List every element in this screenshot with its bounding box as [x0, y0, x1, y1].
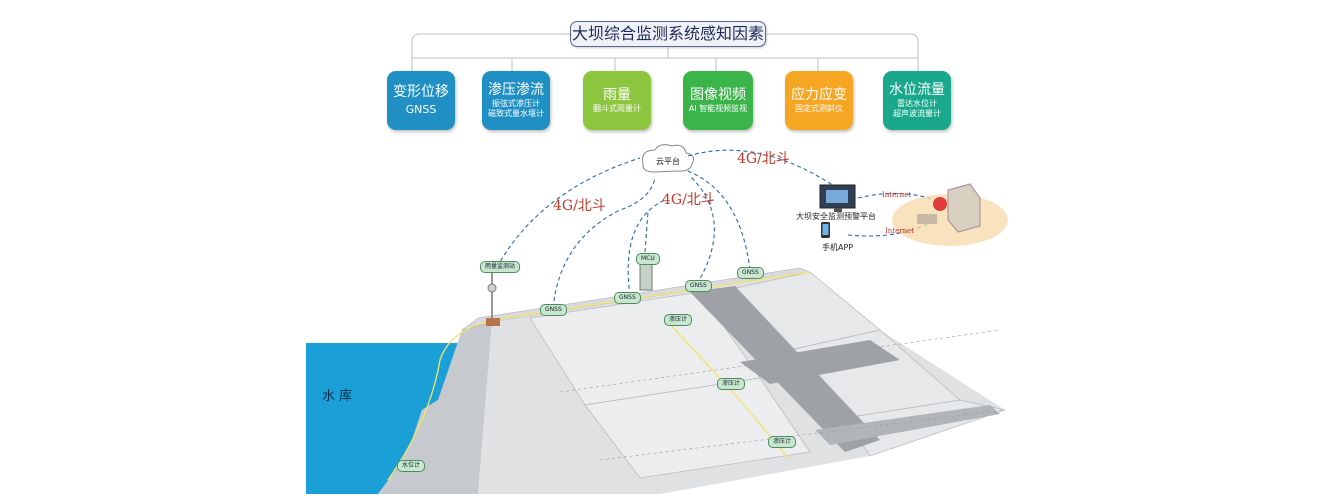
reservoir-water	[306, 343, 462, 494]
category-sub: GNSS	[405, 102, 437, 116]
gnss-tag: GNSS	[540, 304, 567, 316]
category-deformation: 变形位移 GNSS	[387, 71, 455, 130]
cloud-label: 云平台	[656, 157, 680, 166]
internet-label: Internet	[885, 227, 915, 235]
category-sub: 超声波流量计	[893, 109, 941, 118]
alert-icon	[933, 197, 947, 211]
gnss-tag: GNSS	[614, 292, 641, 304]
piezometer-tag: 渗压计	[717, 378, 746, 390]
reservoir-label: 水 库	[322, 389, 353, 404]
category-title: 水位流量	[889, 82, 945, 98]
rain-station-base	[486, 318, 500, 326]
piezometer-tag: 渗压计	[768, 436, 797, 448]
category-stress: 应力应变 固定式测斜仪	[785, 71, 853, 130]
rain-station-tag: 雨量监测站	[480, 261, 521, 273]
gnss-tag: GNSS	[737, 267, 764, 279]
water-level-tag: 水位计	[397, 460, 426, 472]
panel	[584, 377, 811, 479]
cloud-icon	[642, 144, 694, 173]
link-label: 4G/北斗	[662, 192, 715, 208]
category-sub: 振弦式渗压计	[492, 99, 540, 108]
piezometer-tag: 渗压计	[664, 314, 693, 326]
category-title: 图像视频	[690, 87, 746, 103]
gnss-tag: GNSS	[685, 280, 712, 292]
category-sub: 雷达水位计	[897, 99, 937, 108]
category-title: 变形位移	[393, 83, 449, 100]
internet-label: Internet	[882, 191, 912, 199]
category-title: 应力应变	[791, 87, 847, 103]
spillway-cross	[815, 405, 1000, 445]
link-label: 4G/北斗	[737, 151, 790, 167]
category-title: 渗压渗流	[488, 82, 544, 98]
spillway-cross	[740, 340, 900, 384]
app-label: 手机APP	[822, 243, 854, 252]
category-seepage: 渗压渗流 振弦式渗压计 磁致式量水堰计	[482, 71, 550, 130]
mcu-tag: MCU	[636, 253, 660, 265]
link-label: 4G/北斗	[553, 198, 606, 214]
category-sub: 固定式测斜仪	[795, 104, 843, 113]
category-video: 图像视频 AI 智能视频监视	[683, 71, 753, 130]
diagram-title: 大坝综合监测系统感知因素	[570, 21, 766, 47]
category-rainfall: 雨量 翻斗式雨量计	[583, 71, 651, 130]
platform-label: 大坝安全监测预警平台	[796, 212, 876, 221]
category-water-level: 水位流量 雷达水位计 超声波流量计	[883, 71, 951, 130]
category-sub: AI 智能视频监视	[688, 104, 748, 113]
category-sub: 翻斗式雨量计	[593, 104, 641, 113]
category-title: 雨量	[603, 87, 631, 103]
category-sub: 磁致式量水堰计	[488, 109, 544, 118]
